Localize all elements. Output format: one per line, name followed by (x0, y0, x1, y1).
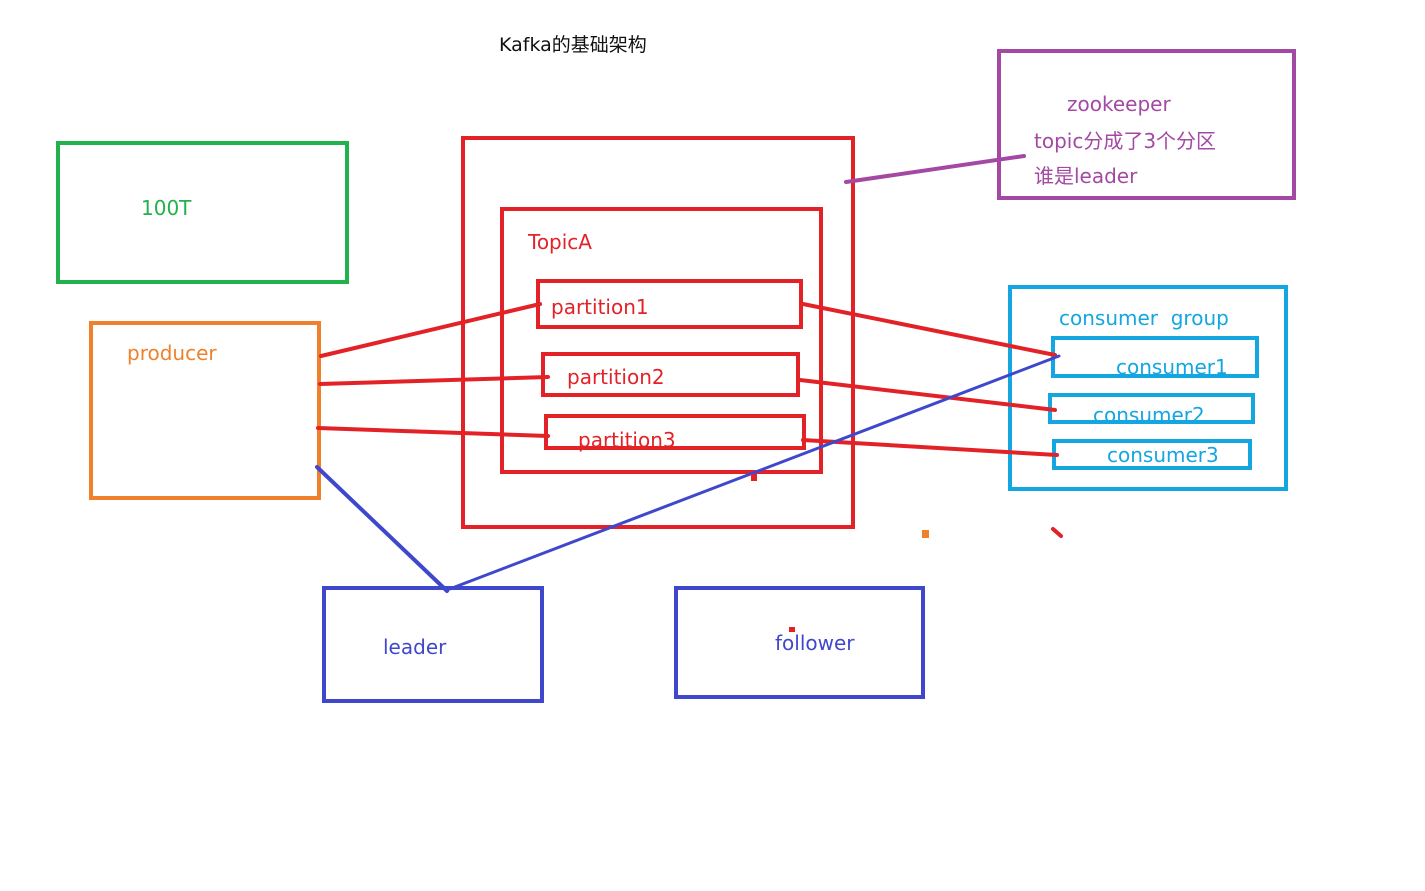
topic-label: TopicA (528, 230, 592, 254)
stray-orange-dot (922, 530, 929, 538)
follower-label: follower (775, 631, 855, 655)
zookeeper-box (997, 49, 1296, 200)
producer-box (89, 321, 321, 500)
producer-to-leader-line (315, 465, 449, 593)
leader-label: leader (383, 635, 447, 659)
consumer-label-2: consumer2 (1093, 403, 1205, 427)
partition-label-2: partition2 (567, 365, 665, 389)
partition-label-3: partition3 (578, 428, 676, 452)
stray-red-stroke (1051, 527, 1063, 538)
zookeeper-line-2: 谁是leader (1034, 164, 1138, 188)
consumer-group-title: consumer group (1059, 306, 1229, 330)
storage-box (56, 141, 349, 284)
zookeeper-line-1: topic分成了3个分区 (1034, 129, 1217, 153)
stray-red-dot-2 (789, 627, 795, 632)
consumer-label-1: consumer1 (1116, 355, 1228, 379)
partition-label-1: partition1 (551, 295, 649, 319)
storage-label: 100T (141, 196, 192, 220)
consumer-label-3: consumer3 (1107, 443, 1219, 467)
zookeeper-title: zookeeper (1067, 92, 1171, 116)
diagram-title: Kafka的基础架构 (499, 34, 647, 56)
producer-label: producer (127, 341, 217, 365)
stray-red-dot-1 (751, 474, 757, 481)
